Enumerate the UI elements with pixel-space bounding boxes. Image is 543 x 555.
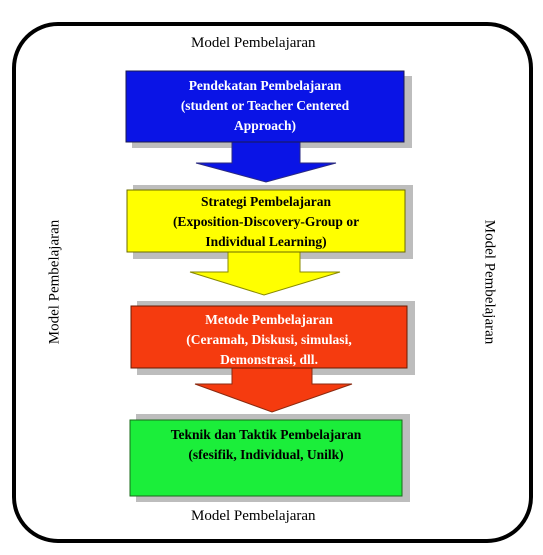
box-strategi: [126, 189, 406, 253]
frame-label-right: Model Pembelajaran: [481, 219, 498, 345]
box-teknik: [129, 419, 403, 497]
box-pendekatan: [125, 70, 405, 143]
arrow-1: [195, 139, 337, 183]
box-line: Metode Pembelajaran: [205, 312, 333, 327]
box-line: Teknik dan Taktik Pembelajaran: [170, 427, 362, 442]
box-line: Individual Learning): [205, 234, 327, 249]
box-line: Pendekatan Pembelajaran: [188, 78, 342, 93]
box-text-pendekatan: Pendekatan Pembelajaran (student or Teac…: [126, 76, 404, 136]
arrow-3: [194, 365, 353, 413]
box-line: Demonstrasi, dll.: [220, 352, 318, 367]
frame-label-top: Model Pembelajaran: [191, 35, 316, 51]
box-line: Approach): [233, 118, 296, 133]
frame-label-bottom: Model Pembelajaran: [191, 508, 316, 524]
box-text-metode: Metode Pembelajaran (Ceramah, Diskusi, s…: [131, 310, 407, 370]
box-line: (Exposition-Discovery-Group or: [172, 214, 360, 229]
box-line: Strategi Pembelajaran: [200, 194, 332, 209]
frame-label-left: Model Pembelajaran: [46, 219, 63, 345]
box-line: (Ceramah, Diskusi, simulasi,: [186, 332, 352, 347]
box-text-teknik: Teknik dan Taktik Pembelajaran (sfesifik…: [130, 425, 402, 465]
box-text-strategi: Strategi Pembelajaran (Exposition-Discov…: [127, 192, 405, 252]
box-line: (sfesifik, Individual, Unilk): [188, 447, 344, 462]
box-metode: [130, 305, 408, 369]
arrow-2: [189, 249, 341, 296]
box-line: (student or Teacher Centered: [180, 98, 350, 113]
